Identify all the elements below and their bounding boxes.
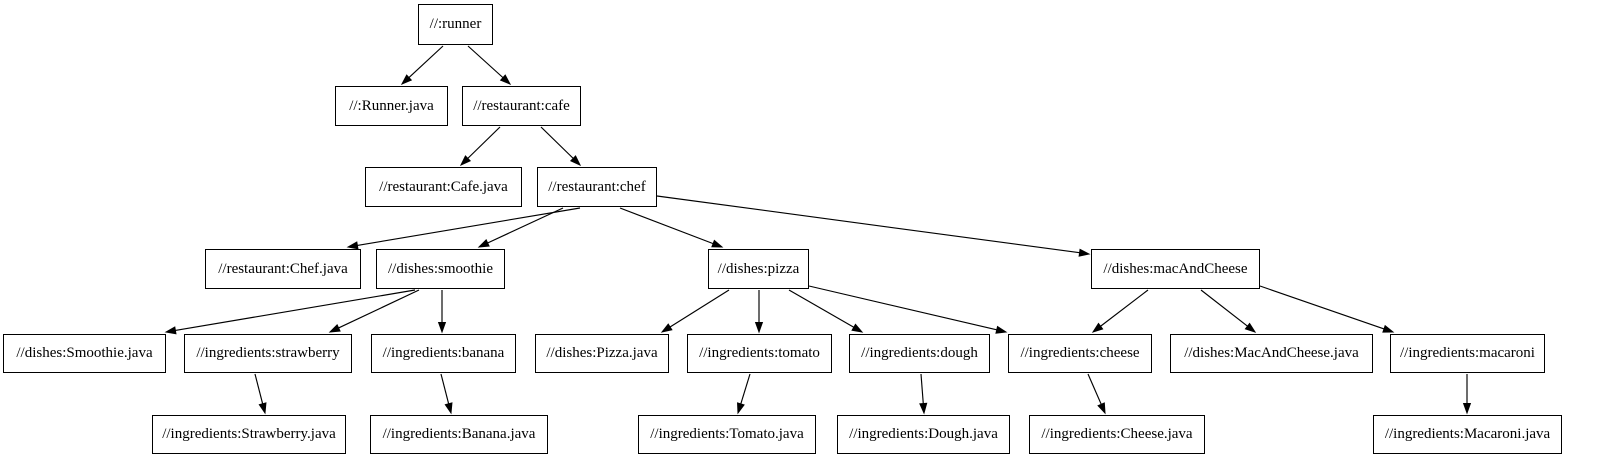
graph-edge-dishes_smoothie-to-ing_strawberry: [328, 289, 420, 333]
graph-node-label: //ingredients:strawberry: [196, 345, 340, 361]
graph-node-label: //ingredients:Dough.java: [849, 426, 998, 442]
graph-node-runner[interactable]: //:runner: [418, 4, 493, 45]
graph-edge-dishes_smoothie-to-smoothie_java: [164, 289, 416, 335]
graph-node-chef_java[interactable]: //restaurant:Chef.java: [205, 249, 361, 289]
graph-edge-runner-to-restaurant_cafe: [467, 45, 512, 85]
graph-edge-dishes_pizza-to-ing_cheese: [808, 285, 1008, 334]
graph-edge-restaurant_chef-to-dishes_pizza: [619, 207, 724, 248]
graph-edge-ing_macaroni-to-macaroni_java: [1462, 374, 1472, 415]
graph-node-label: //dishes:pizza: [717, 260, 800, 277]
graph-edge-dishes_pizza-to-ing_dough: [788, 289, 864, 333]
graph-node-banana_java[interactable]: //ingredients:Banana.java: [370, 415, 548, 454]
graph-node-label: //dishes:Smoothie.java: [16, 345, 153, 361]
graph-node-label: //restaurant:chef: [548, 178, 646, 195]
graph-node-runner_java[interactable]: //:Runner.java: [335, 86, 448, 126]
graph-node-label: //ingredients:Cheese.java: [1041, 426, 1193, 442]
graph-edge-restaurant_chef-to-dishes_smoothie: [477, 207, 564, 248]
graph-node-dishes_pizza[interactable]: //dishes:pizza: [708, 249, 809, 289]
graph-node-cheese_java[interactable]: //ingredients:Cheese.java: [1029, 415, 1205, 454]
graph-edge-ing_dough-to-dough_java: [919, 373, 928, 415]
graph-node-label: //restaurant:cafe: [473, 97, 570, 114]
graph-edge-ing_tomato-to-tomato_java: [737, 373, 751, 415]
graph-edge-dishes_pizza-to-pizza_java: [660, 289, 730, 333]
graph-node-label: //:runner: [429, 16, 482, 32]
graph-node-macaroni_java[interactable]: //ingredients:Macaroni.java: [1373, 415, 1562, 454]
graph-node-dough_java[interactable]: //ingredients:Dough.java: [837, 415, 1010, 454]
graph-node-pizza_java[interactable]: //dishes:Pizza.java: [535, 334, 669, 373]
graph-node-smoothie_java[interactable]: //dishes:Smoothie.java: [3, 334, 166, 373]
graph-edge-dishes_pizza-to-ing_tomato: [754, 290, 764, 334]
graph-edge-ing_strawberry-to-strawberry_java: [254, 373, 267, 415]
graph-node-label: //dishes:smoothie: [388, 260, 493, 277]
graph-edge-dishes_macncheese-to-ing_macaroni: [1259, 285, 1395, 333]
graph-node-label: //ingredients:Banana.java: [382, 426, 536, 442]
graph-node-label: //ingredients:tomato: [699, 345, 820, 361]
graph-node-macncheese_java[interactable]: //dishes:MacAndCheese.java: [1170, 334, 1373, 373]
graph-edge-restaurant_chef-to-chef_java: [346, 207, 581, 250]
graph-node-dishes_macncheese[interactable]: //dishes:macAndCheese: [1091, 249, 1260, 289]
graph-node-label: //ingredients:Tomato.java: [650, 426, 804, 442]
graph-node-label: //dishes:MacAndCheese.java: [1184, 345, 1359, 361]
graph-edge-restaurant_chef-to-dishes_macncheese: [656, 195, 1091, 257]
graph-node-label: //ingredients:Strawberry.java: [162, 426, 336, 442]
graph-edge-dishes_macncheese-to-macncheese_java: [1200, 289, 1257, 333]
graph-node-label: //:Runner.java: [349, 97, 434, 114]
graph-node-ing_strawberry[interactable]: //ingredients:strawberry: [184, 334, 352, 373]
graph-node-restaurant_cafe[interactable]: //restaurant:cafe: [462, 86, 581, 126]
graph-node-label: //ingredients:dough: [861, 345, 978, 361]
graph-edge-dishes_smoothie-to-ing_banana: [437, 290, 447, 334]
graph-node-label: //ingredients:cheese: [1020, 345, 1140, 361]
graph-edge-restaurant_cafe-to-cafe_java: [459, 126, 501, 167]
graph-node-label: //dishes:macAndCheese: [1103, 260, 1248, 277]
graph-node-label: //restaurant:Chef.java: [218, 260, 348, 277]
graph-edge-restaurant_cafe-to-restaurant_chef: [540, 126, 582, 167]
graph-node-dishes_smoothie[interactable]: //dishes:smoothie: [376, 249, 505, 289]
graph-node-ing_macaroni[interactable]: //ingredients:macaroni: [1390, 334, 1545, 373]
graph-edge-runner-to-runner_java: [400, 45, 444, 86]
graph-node-ing_tomato[interactable]: //ingredients:tomato: [687, 334, 832, 373]
graph-node-label: //ingredients:Macaroni.java: [1384, 426, 1551, 442]
graph-node-strawberry_java[interactable]: //ingredients:Strawberry.java: [152, 415, 346, 454]
graph-edge-ing_banana-to-banana_java: [440, 373, 453, 415]
graph-node-label: //ingredients:banana: [382, 345, 505, 361]
graph-edge-dishes_macncheese-to-ing_cheese: [1091, 289, 1149, 333]
graph-node-ing_dough[interactable]: //ingredients:dough: [849, 334, 990, 373]
graph-node-cafe_java[interactable]: //restaurant:Cafe.java: [365, 167, 522, 207]
graph-node-label: //ingredients:macaroni: [1400, 345, 1535, 361]
graph-node-ing_banana[interactable]: //ingredients:banana: [371, 334, 516, 373]
graph-node-label: //dishes:Pizza.java: [546, 345, 658, 361]
graph-edge-ing_cheese-to-cheese_java: [1087, 373, 1106, 415]
graph-node-tomato_java[interactable]: //ingredients:Tomato.java: [638, 415, 816, 454]
graph-node-label: //restaurant:Cafe.java: [379, 178, 508, 195]
graph-node-restaurant_chef[interactable]: //restaurant:chef: [537, 167, 657, 207]
graph-node-ing_cheese[interactable]: //ingredients:cheese: [1008, 334, 1152, 373]
